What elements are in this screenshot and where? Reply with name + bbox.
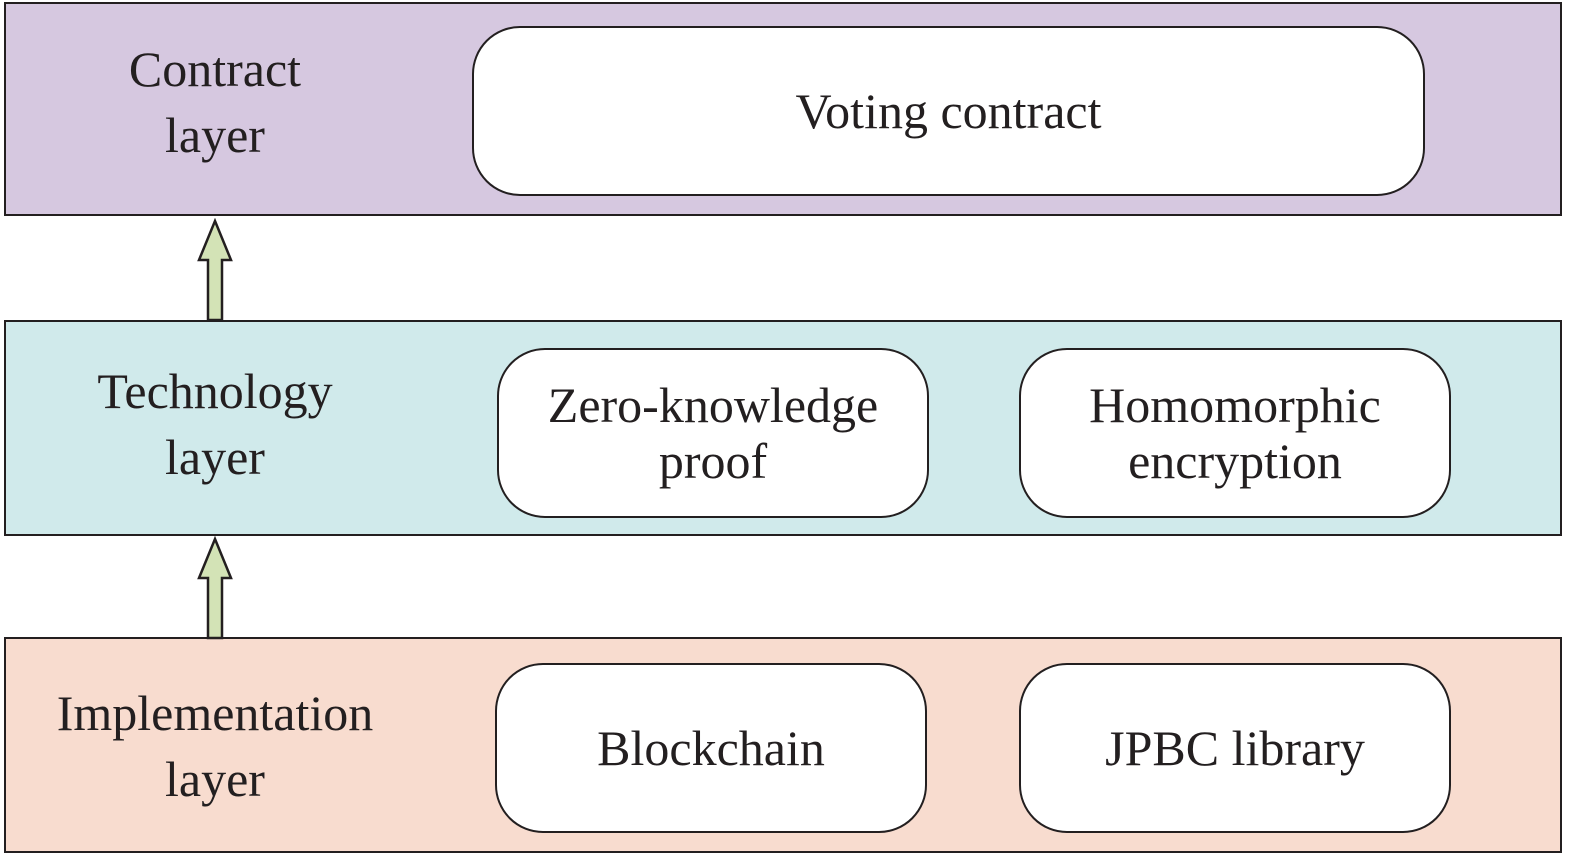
implementation-layer-label: Implementation layer [56, 685, 374, 807]
homomorphic-encryption-box: Homomorphic encryption [1019, 348, 1451, 518]
jpbc-library-box: JPBC library [1019, 663, 1451, 833]
blockchain-box: Blockchain [495, 663, 927, 833]
voting-contract-box: Voting contract [472, 26, 1425, 196]
zero-knowledge-proof-box: Zero-knowledge proof [497, 348, 929, 518]
up-arrow-icon [197, 536, 233, 640]
technology-layer-label: Technology layer [97, 363, 333, 485]
up-arrow-icon [197, 218, 233, 322]
contract-layer-label: Contract layer [128, 41, 302, 163]
